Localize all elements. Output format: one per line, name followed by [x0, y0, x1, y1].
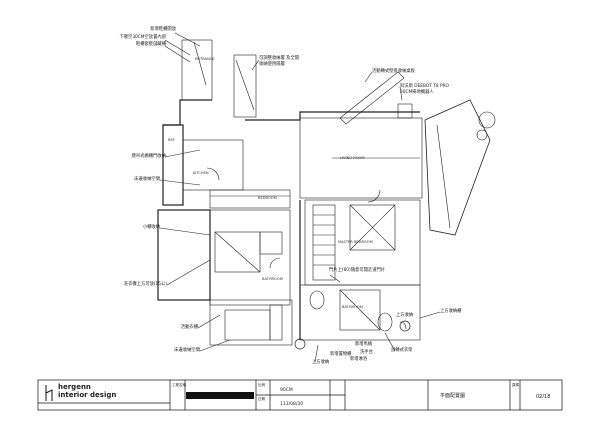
- annotation-robot: 科沃斯 DEEBOT T8 PRO: [400, 84, 449, 89]
- annotation-cabinet-shoe: 新增鞋櫃開放: [150, 27, 176, 32]
- room-label-ref: REF: [168, 138, 175, 142]
- annotation-shelf-right2: 收納使用隔層: [259, 62, 285, 67]
- drawing-name: 平面配置圖: [440, 393, 466, 399]
- annotation-upper-cab: 上方收納櫃: [440, 309, 462, 314]
- annotation-shelf-right: 可調整收納層 及全開: [259, 56, 300, 61]
- annotation-drawer: 小櫃收納: [142, 225, 160, 230]
- annotation-toilet: 新增馬桶: [355, 342, 373, 347]
- annotation-wall-30cm: 下懸空30CM空放置內部: [119, 35, 166, 40]
- scale-value: 90CM: [280, 388, 293, 393]
- annotation-robot2: 30CM掃地機器人: [400, 90, 434, 95]
- annotation-vanity-mirror: 上方收納: [312, 360, 330, 365]
- room-label-bathroom-left: BATHROOM: [262, 277, 283, 281]
- annotation-rotate-shelf: 迴轉式衣架: [391, 348, 413, 353]
- annotation-hand-wash: 洗手台: [360, 350, 373, 355]
- date-value: 113/08/30: [280, 402, 304, 407]
- annotation-bed-storage-bottom: 床邊收納空間: [174, 348, 200, 353]
- annotation-upper-cab-right: 上方收納: [396, 313, 414, 318]
- annotation-wardrobe-doors: 洗衣機上方可放(15公): [123, 282, 167, 287]
- brand-subtitle: interior design: [58, 391, 117, 399]
- brand-name: hergenn: [58, 383, 91, 391]
- room-label-kitchen: KITCHEN: [193, 171, 209, 175]
- room-label-entrance: ENTRANCE: [195, 57, 215, 61]
- annotation-mobile-cab: 活動衣櫃: [180, 325, 198, 330]
- annotation-bed-storage-left: 床邊收納空間: [134, 177, 160, 182]
- annotation-storage-cabinet: 鞋櫃嵌壁儲藏櫃: [135, 42, 166, 47]
- annotation-new-bath-cab: 新增置物櫃: [330, 352, 352, 357]
- sheet-number: 02/18: [536, 394, 551, 400]
- project-label: 工程名稱: [172, 383, 186, 387]
- date-label: 日期: [258, 397, 265, 401]
- annotation-desk-wall: 活動轉式壁掛收納桌板: [372, 69, 415, 74]
- annotation-kitchen-cab: 懸吊式櫥櫃門收納: [131, 154, 166, 159]
- room-label-bathroom-right: BATHROOM: [342, 305, 363, 309]
- annotation-shower: 新增淋浴: [350, 357, 368, 362]
- scale-label: 比例: [258, 383, 265, 387]
- room-label-bedroom: BEDROOM: [258, 196, 277, 200]
- annotation-bath-door: 門片上(60)隨意可開走道門片: [329, 268, 386, 273]
- room-label-master-bedroom: MASTER BEDROOM: [338, 240, 373, 244]
- project-name-bar: [186, 392, 254, 399]
- room-label-living-room: LIVING ROOM: [340, 156, 365, 160]
- brand-logo: [45, 385, 53, 401]
- sheet-label: 頁碼: [512, 383, 519, 387]
